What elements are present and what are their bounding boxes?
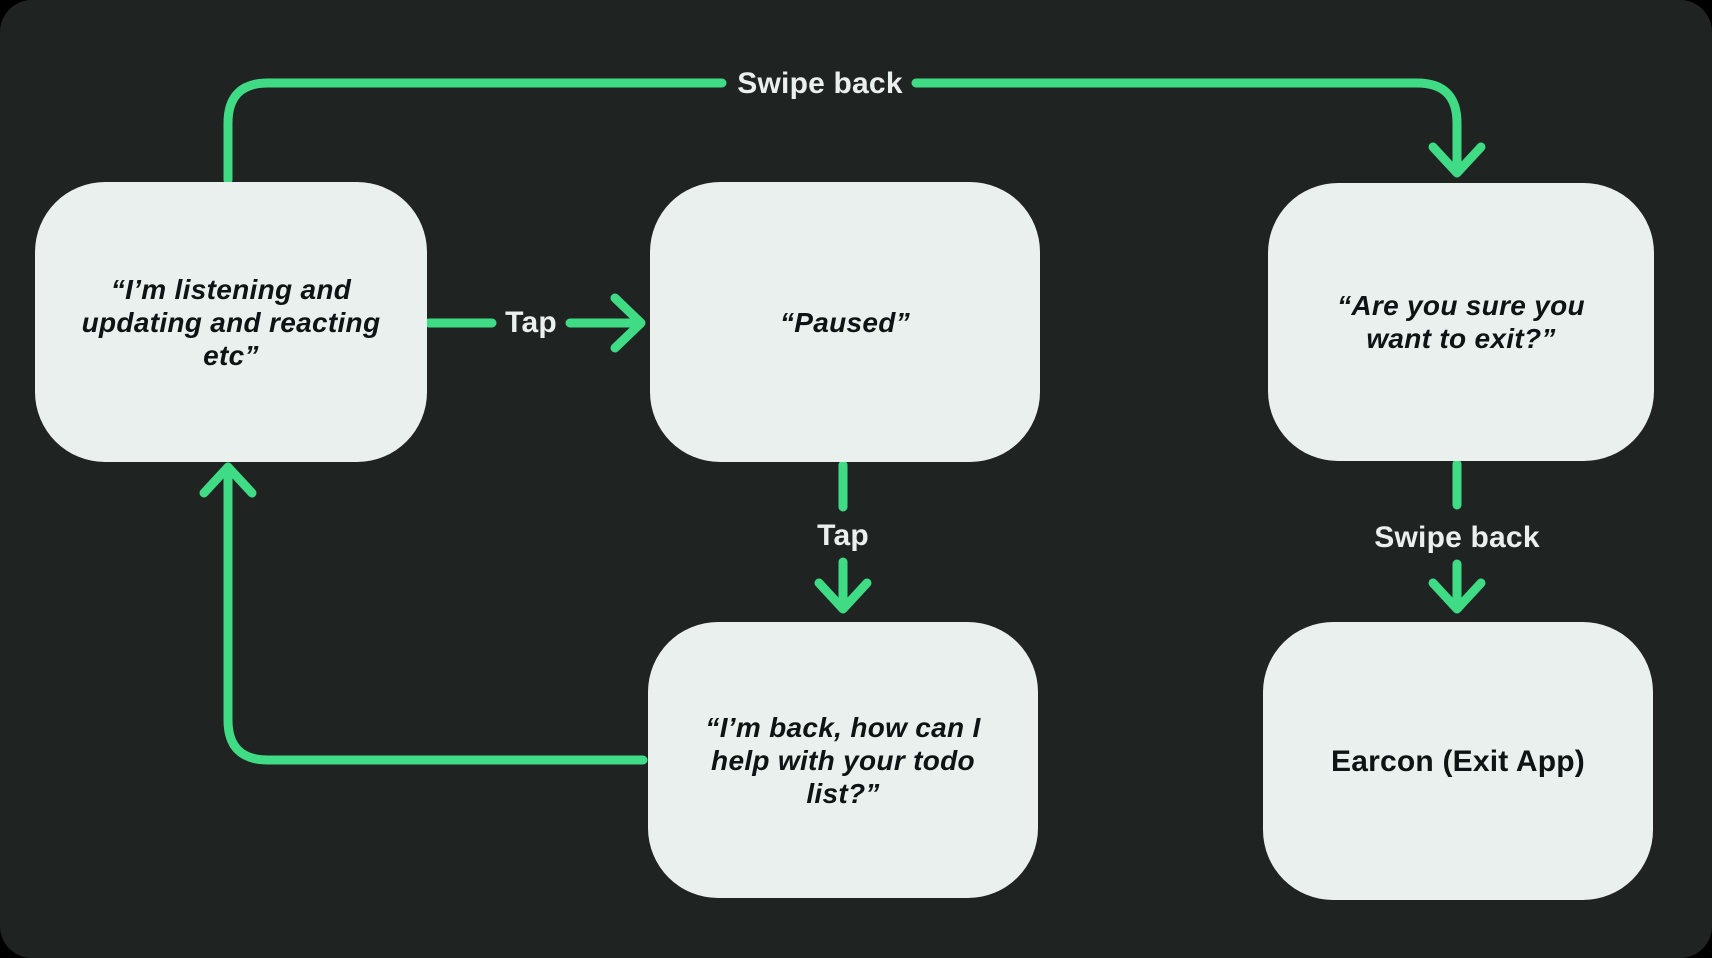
arrow-return-loop [199,462,648,765]
node-earcon: Earcon (Exit App) [1263,622,1653,900]
node-earcon-text: Earcon (Exit App) [1331,744,1585,778]
arrow-swipe-back-top [223,78,1486,185]
label-swipe-back-top: Swipe back [737,67,903,100]
arrow-tap-horizontal [424,293,646,353]
label-tap-horizontal: Tap [505,306,557,339]
arrow-tap-vertical [814,460,872,614]
node-listening: “I’m listening and updating and reacting… [35,182,427,462]
node-paused: “Paused” [650,182,1040,462]
node-back-text: “I’m back, how can I help with your todo… [705,711,981,809]
arrow-swipe-back-right [1428,459,1486,614]
node-exit-confirm: “Are you sure you want to exit?” [1268,183,1654,461]
label-swipe-back-right: Swipe back [1374,521,1540,554]
node-paused-text: “Paused” [780,306,910,338]
node-back: “I’m back, how can I help with your todo… [648,622,1038,898]
node-listening-text: “I’m listening and updating and reacting… [81,273,381,371]
node-exit-confirm-text: “Are you sure you want to exit?” [1337,290,1585,354]
label-tap-vertical: Tap [817,519,869,552]
